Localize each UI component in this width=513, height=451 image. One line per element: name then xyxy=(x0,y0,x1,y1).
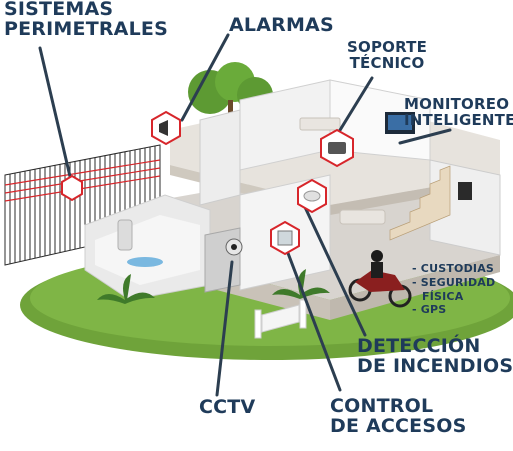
pointer-lines xyxy=(38,33,452,397)
camera-icon xyxy=(225,238,243,256)
label-cctv: CCTV xyxy=(199,396,256,418)
label-alarmas: ALARMAS xyxy=(229,14,334,36)
list-item-custodias: - CUSTODIAS xyxy=(412,262,495,275)
marker-perimeter xyxy=(61,174,83,202)
palm-right xyxy=(272,269,330,299)
label-line: CONTROL xyxy=(330,395,434,417)
label-line: SISTEMAS xyxy=(4,0,114,20)
label-custodia-list: - CUSTODIAS - SEGURIDAD FÍSICA - GPS xyxy=(412,262,495,317)
label-line: DE INCENDIOS xyxy=(357,354,513,377)
label-soporte-tecnico: SOPORTE TÉCNICO xyxy=(347,38,428,72)
siren-icon xyxy=(151,110,181,146)
list-item-gps: - GPS xyxy=(412,303,447,317)
label-line: PERIMETRALES xyxy=(4,17,168,40)
label-monitoreo-inteligente: MONITOREO INTELIGENTE xyxy=(404,95,513,129)
front-gate xyxy=(254,299,307,339)
list-item-seguridad: - SEGURIDAD xyxy=(412,275,496,289)
smoke-detector-icon xyxy=(297,178,327,214)
background-tree xyxy=(188,62,273,120)
telephone-icon xyxy=(320,128,354,168)
label-deteccion-incendios: DETECCIÓN DE INCENDIOS xyxy=(357,335,513,377)
label-line: CCTV xyxy=(199,396,256,418)
staircase xyxy=(389,165,451,241)
security-guard-motorcycle xyxy=(348,250,412,308)
label-line: SOPORTE xyxy=(347,38,428,56)
label-line: INTELIGENTE xyxy=(404,110,513,129)
label-control-accesos: CONTROL DE ACCESOS xyxy=(330,395,467,437)
label-line: DE ACCESOS xyxy=(330,414,467,437)
label-line: ALARMAS xyxy=(229,14,334,36)
label-line: TÉCNICO xyxy=(349,53,425,72)
label-line: DETECCIÓN xyxy=(357,335,481,357)
list-item-fisica: FÍSICA xyxy=(422,289,464,303)
label-sistemas-perimetrales: SISTEMAS PERIMETRALES xyxy=(4,0,168,40)
label-line: MONITOREO xyxy=(404,95,510,113)
palm-left xyxy=(97,274,155,304)
keypad-icon xyxy=(270,220,300,256)
